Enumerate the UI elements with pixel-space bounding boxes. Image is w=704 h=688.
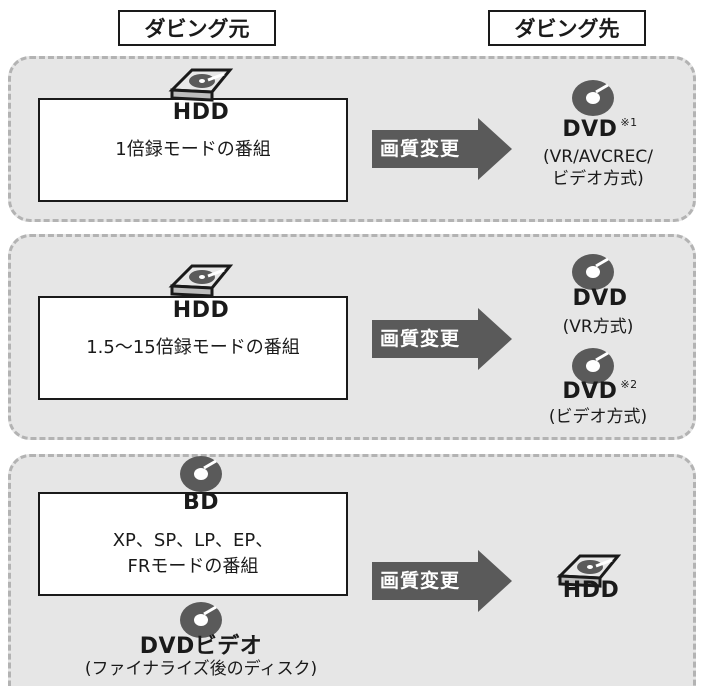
dest-format-2a: (VR方式): [562, 317, 634, 337]
dvd-disc-icon: [572, 254, 614, 290]
destination-header: ダビング先: [488, 10, 646, 46]
source-text-3: XP、SP、LP、EP、 FRモードの番組: [112, 530, 274, 577]
quality-change-label-2: 画質変更: [380, 328, 461, 350]
source-header: ダビング元: [118, 10, 276, 46]
quality-change-label-3: 画質変更: [380, 570, 461, 592]
quality-change-arrow-2: [372, 308, 512, 370]
dvd-disc-icon: [572, 348, 614, 384]
dvd-disc-icon: [180, 602, 222, 638]
source-text-2: 1.5〜15倍録モードの番組: [86, 337, 300, 358]
source-box-1: 1倍録モードの番組: [38, 98, 348, 202]
source-box-3: XP、SP、LP、EP、 FRモードの番組: [38, 492, 348, 596]
source-disc-label-3: BD: [182, 490, 220, 515]
bd-disc-icon: [180, 456, 222, 492]
dvd-disc-icon: [572, 80, 614, 116]
hdd-icon: [556, 554, 622, 588]
quality-change-arrow-3: [372, 550, 512, 612]
quality-change-label-1: 画質変更: [380, 138, 461, 160]
dest-disc-label-2b: DVD※2: [540, 378, 660, 404]
footnote-mark-2: ※2: [620, 378, 638, 391]
dest-format-1: (VR/AVCREC/ ビデオ方式): [543, 147, 653, 189]
source-disc-label-2: HDD: [172, 298, 230, 323]
dest-disc-label-3: HDD: [562, 578, 620, 603]
dest-disc-name-2b: DVD: [562, 379, 618, 404]
dest-disc-name-1: DVD: [562, 117, 618, 142]
source-text-1: 1倍録モードの番組: [115, 139, 271, 160]
dest-disc-label-2a: DVD: [540, 286, 660, 311]
quality-change-arrow-1: [372, 118, 512, 180]
footnote-mark-1: ※1: [620, 116, 638, 129]
source2-disc-label-3: DVDビデオ: [139, 634, 263, 659]
dest-disc-label-1: DVD※1: [540, 116, 660, 142]
hdd-icon: [168, 68, 234, 102]
source-disc-label-1: HDD: [172, 100, 230, 125]
dest-format-2b: (ビデオ方式): [548, 407, 648, 427]
source2-text-3: (ファイナライズ後のディスク): [84, 659, 318, 679]
hdd-icon: [168, 264, 234, 298]
dest-disc-name-2a: DVD: [572, 286, 628, 311]
source-box-2: 1.5〜15倍録モードの番組: [38, 296, 348, 400]
